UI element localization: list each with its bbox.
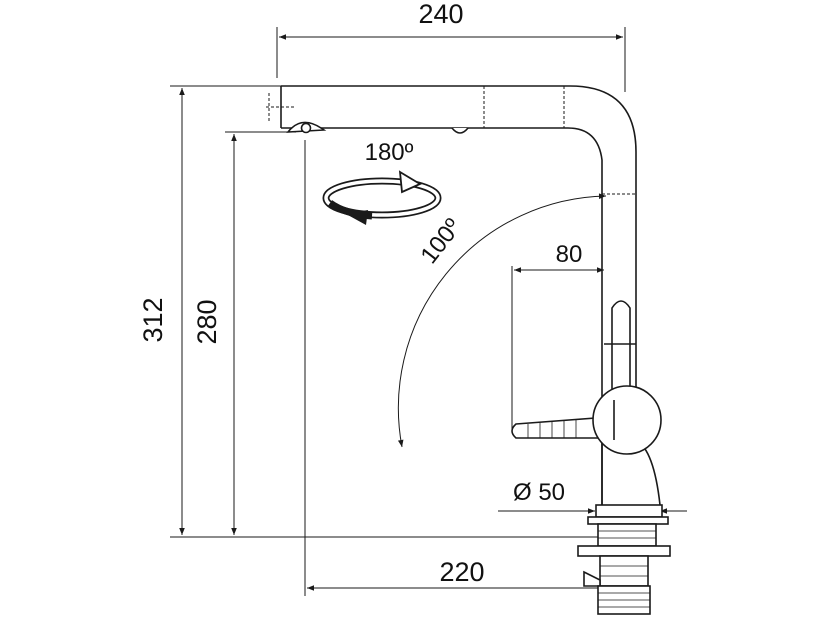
spout-rotation: 180º — [322, 139, 442, 225]
spout-inner-contour — [281, 127, 603, 505]
dimension-height-total: 312 — [138, 85, 598, 538]
angle-arc — [397, 193, 607, 448]
dimension-label-diameter: Ø 50 — [513, 479, 565, 506]
dimension-label-280: 280 — [192, 299, 222, 344]
dimension-base-diameter: Ø 50 — [498, 479, 687, 514]
base-gasket — [587, 516, 669, 525]
faucet — [266, 85, 671, 615]
fixing-wing — [583, 570, 601, 587]
fixing-plate — [577, 545, 671, 557]
spout-outer-contour — [281, 85, 637, 440]
handle-swing-angle: 100º — [397, 193, 607, 448]
dimension-label-80: 80 — [556, 241, 583, 268]
mounting-shank — [597, 523, 657, 547]
spray-outlet — [300, 122, 312, 134]
dimension-width-top: 240 — [276, 0, 626, 92]
dimension-handle-reach: 80 — [511, 241, 604, 432]
handle-lever-lowered — [511, 417, 599, 439]
mixer-cartridge — [592, 385, 662, 455]
dimension-width-bottom: 220 — [304, 140, 613, 596]
spray-button — [451, 127, 469, 134]
angle-label-100: 100º — [415, 214, 466, 269]
rotation-label-180: 180º — [365, 139, 414, 166]
base-rosette — [595, 504, 663, 518]
dimension-label-240: 240 — [418, 0, 463, 29]
dimension-label-312: 312 — [138, 297, 168, 342]
dimension-height-spout: 280 — [192, 131, 296, 535]
handle-lever-upright — [611, 300, 631, 401]
dimension-label-220: 220 — [439, 557, 484, 587]
rotation-arrow-icon — [322, 170, 442, 225]
fixing-nut — [599, 555, 649, 587]
